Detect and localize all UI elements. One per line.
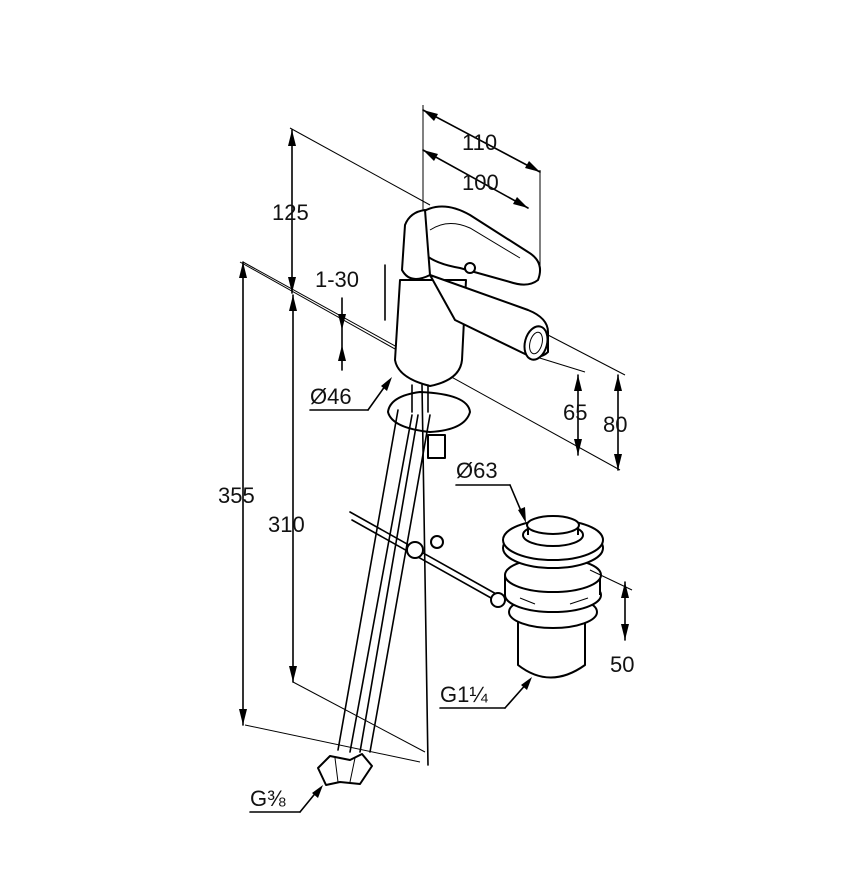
dimension-110-label: 110 [462, 130, 497, 155]
dimension-80-label: 80 [603, 412, 627, 437]
dimension-diameter-46-label: Ø46 [310, 384, 352, 409]
dimension-125: 125 [272, 127, 431, 294]
dimension-thread-g1-1-4-label: G1¼ [440, 682, 488, 707]
dimension-50: 50 [589, 569, 634, 677]
dimension-310-label: 310 [268, 512, 305, 537]
dimension-50-label: 50 [610, 652, 634, 677]
dimension-355: 355 [218, 261, 421, 763]
dimension-1-30-label: 1-30 [315, 267, 359, 292]
faucet-body [384, 205, 549, 387]
flexible-hoses [317, 409, 431, 786]
dimension-thread-g1-1-4: G1¼ [439, 677, 532, 709]
dimension-310: 310 [268, 294, 426, 753]
dimension-diameter-63: Ø63 [455, 458, 526, 523]
dimension-diameter-46: Ø46 [309, 377, 392, 411]
dimension-65: 65 [529, 354, 587, 456]
dimension-100-label: 100 [462, 170, 499, 195]
popup-linkage [349, 384, 506, 766]
dimension-110: 110 [422, 105, 541, 265]
waste-valve [502, 515, 604, 679]
mounting-hardware [387, 384, 471, 459]
dimension-1-30: 1-30 [315, 267, 359, 371]
dimension-125-label: 125 [272, 200, 309, 225]
dimension-thread-g3-8-label: G⅜ [250, 786, 286, 811]
dimension-diameter-63-label: Ø63 [456, 458, 498, 483]
dimension-thread-g3-8: G⅜ [249, 785, 323, 813]
dimension-80: 80 [547, 334, 627, 471]
dimension-65-label: 65 [563, 400, 587, 425]
dimension-100: 100 [422, 149, 529, 209]
dimension-355-label: 355 [218, 483, 255, 508]
